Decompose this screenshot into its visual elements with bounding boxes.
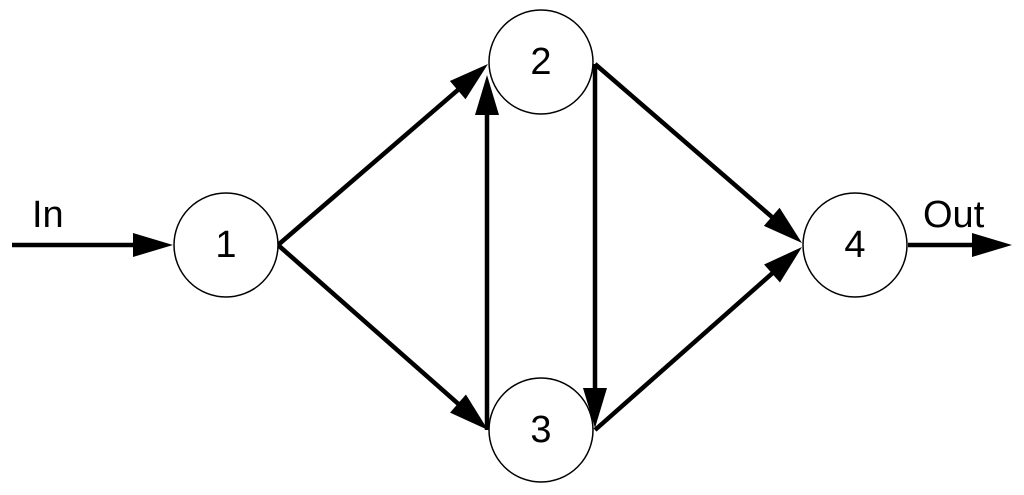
edge-2-4: [593, 62, 802, 243]
edge-3-4: [593, 247, 802, 432]
edge-3-4-arrowhead: [764, 247, 802, 283]
output-label: Out: [923, 194, 985, 236]
input-label: In: [32, 194, 64, 236]
node-4: 4: [802, 192, 908, 298]
edge-2-3: [583, 64, 607, 428]
node-2: 2: [488, 9, 594, 115]
node-4-circle: [802, 192, 908, 298]
edge-in-1-arrowhead: [133, 233, 173, 257]
edge-1-2-line: [276, 87, 461, 247]
node-1-label: 1: [215, 224, 236, 266]
edge-3-4-line: [593, 270, 776, 432]
node-2-label: 2: [530, 41, 551, 83]
edge-1-3: [276, 243, 488, 430]
edge-4-out-arrowhead: [972, 233, 1012, 257]
node-3-label: 3: [530, 409, 551, 451]
edge-2-4-arrowhead: [763, 207, 802, 243]
node-2-circle: [488, 9, 594, 115]
edge-1-3-line: [276, 243, 461, 407]
edge-1-2: [276, 64, 488, 247]
edge-3-2-arrowhead: [475, 75, 499, 115]
node-3: 3: [488, 377, 594, 483]
edges-layer: [12, 62, 1012, 432]
edge-1-3-arrowhead: [450, 394, 488, 430]
edge-2-3-arrowhead: [583, 388, 607, 428]
edge-1-2-arrowhead: [449, 64, 488, 100]
node-4-label: 4: [844, 224, 865, 266]
edge-4-out: [908, 233, 1012, 257]
edge-3-2: [475, 75, 499, 430]
edge-2-4-line: [593, 62, 775, 220]
node-1: 1: [173, 192, 279, 298]
edge-in-1: [12, 233, 173, 257]
node-1-circle: [173, 192, 279, 298]
node-3-circle: [488, 377, 594, 483]
